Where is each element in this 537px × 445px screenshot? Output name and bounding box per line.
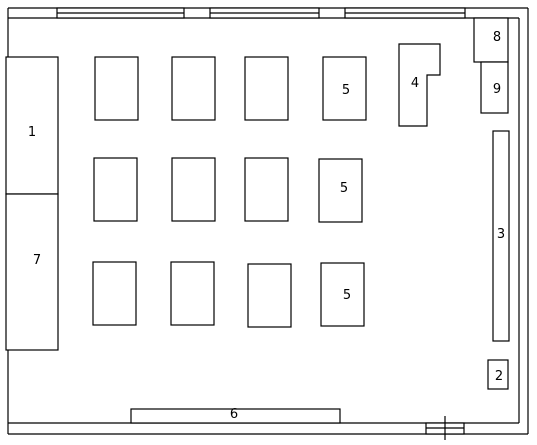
label-1: 1	[28, 125, 36, 140]
label-5: 5	[343, 288, 351, 303]
desk	[171, 157, 216, 222]
unit-2	[487, 359, 509, 390]
label-9: 9	[493, 82, 501, 97]
top-windows	[56, 7, 466, 19]
desk-4	[398, 43, 441, 127]
label-8: 8	[493, 30, 501, 45]
desk	[247, 263, 292, 328]
bench-6	[130, 408, 341, 424]
unit-8	[473, 17, 509, 63]
label-6: 6	[230, 407, 238, 422]
cabinet-7	[5, 193, 59, 351]
label-3: 3	[497, 227, 505, 242]
desk-5	[318, 158, 363, 223]
desk-5	[322, 56, 367, 121]
door	[425, 416, 465, 440]
desk	[170, 261, 215, 326]
desk	[94, 56, 139, 121]
unit-9	[480, 61, 509, 114]
label-2: 2	[495, 369, 503, 384]
label-5: 5	[342, 83, 350, 98]
label-4: 4	[411, 76, 419, 91]
desk	[244, 157, 289, 222]
desk	[93, 157, 138, 222]
desk-5	[320, 262, 365, 327]
label-7: 7	[33, 253, 41, 268]
desk	[244, 56, 289, 121]
desk	[92, 261, 137, 326]
board-3	[492, 130, 510, 342]
label-5: 5	[340, 181, 348, 196]
desk	[171, 56, 216, 121]
